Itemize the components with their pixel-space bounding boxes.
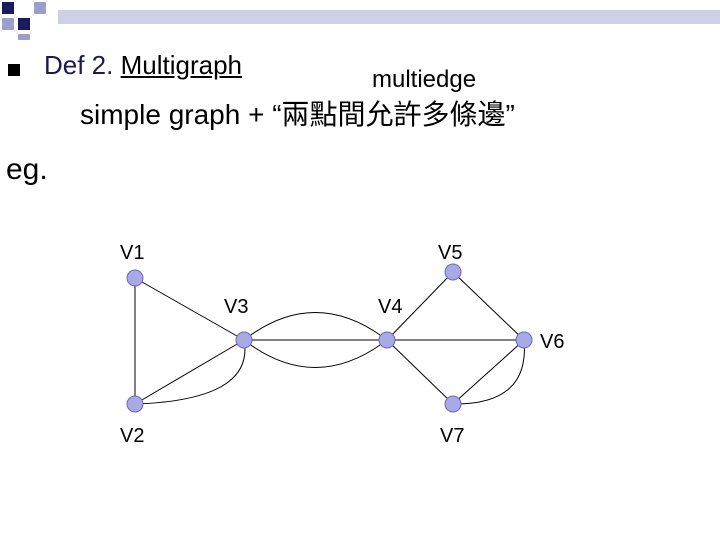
vertex-v3 (235, 331, 253, 349)
edge-v3-v4-lower (243, 339, 388, 368)
def-term: Multigraph (120, 50, 243, 80)
vertex-v2 (126, 395, 144, 413)
edge-v4-v7 (386, 339, 454, 405)
vertex-label-v6: V6 (540, 331, 564, 353)
vertex-labels: V1 V2 V3 V4 V5 V6 V7 (120, 242, 564, 447)
edge-v5-v6 (452, 271, 525, 341)
definition-heading: Def 2. Multigraph (44, 50, 242, 81)
vertex-label-v1: V1 (120, 242, 144, 264)
edge-v2-v3-straight (134, 339, 245, 405)
edge-v3-v4-upper (243, 312, 388, 341)
multiedge-note: multiedge (372, 66, 477, 93)
edge-v6-v7-straight (452, 339, 525, 405)
vertex-label-v7: V7 (440, 425, 464, 447)
edge-v6-v7-curved (452, 339, 525, 405)
edge-v1-v3 (134, 277, 245, 341)
vertex-label-v4: V4 (378, 296, 402, 318)
vertex-v6 (515, 331, 533, 349)
vertex-label-v2: V2 (120, 425, 144, 447)
header-decoration (2, 2, 720, 40)
example-label: eg. (6, 153, 48, 186)
vertex-v4 (378, 331, 396, 349)
def-number: Def 2. (44, 50, 114, 80)
vertex-v7 (444, 395, 462, 413)
bullet-square (8, 64, 20, 76)
vertex-v5 (444, 263, 462, 281)
vertex-label-v3: V3 (224, 296, 248, 318)
definition-description: simple graph + “兩點間允許多條邊” (80, 99, 515, 130)
vertex-label-v5: V5 (438, 242, 462, 264)
vertices (126, 263, 533, 413)
edge-v4-v5 (386, 271, 454, 341)
vertex-v1 (126, 269, 144, 287)
edge-v2-v3-curved (134, 339, 246, 405)
